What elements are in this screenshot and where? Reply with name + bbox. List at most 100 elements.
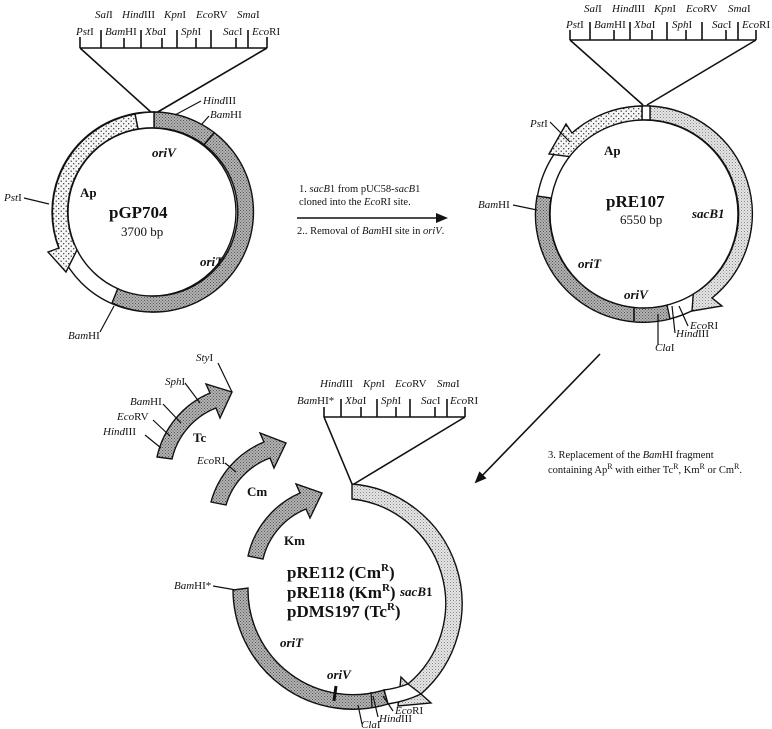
- site-label-hindiii: HindIII: [378, 713, 412, 725]
- plasmid-name-pdms197: pDMS197 (TcR): [287, 601, 401, 621]
- site-pointer-hindiii: [372, 695, 379, 718]
- site-label-sphi: SphI: [381, 395, 402, 407]
- site-label-kpni: KpnI: [653, 3, 676, 15]
- linker-connector-right: [646, 39, 757, 106]
- linker-connector-right: [155, 47, 268, 114]
- feature-label-oriv: oriV: [327, 667, 352, 682]
- plasmid-pre107: pRE107 6550 bp Ap sacB1 oriT oriV PstI B…: [478, 105, 753, 354]
- step1-line2: cloned into the EcoRI site.: [299, 197, 411, 208]
- site-label-ecorv: EcoRV: [195, 9, 228, 21]
- site-label-styi: StyI: [196, 352, 213, 364]
- segment-divider: [370, 691, 373, 708]
- feature-label-oriv: oriV: [152, 145, 177, 160]
- step-3-annotation: 3. Replacement of the BamHI fragment con…: [474, 353, 742, 484]
- site-pointer-bamhi-star: [212, 585, 237, 591]
- orit-oriv-segment: [232, 587, 389, 710]
- site-label-psti: PstI: [75, 26, 94, 38]
- mcs-linker-final: HindIII KpnI EcoRV SmaI BamHI* XbaI SphI…: [297, 378, 478, 485]
- site-label-hindiii: HindIII: [611, 3, 645, 15]
- site-label-smai: SmaI: [437, 378, 460, 390]
- site-label-ecorv: EcoRV: [116, 411, 149, 423]
- linker-connector-left: [323, 416, 353, 485]
- site-pointer-hindiii: [144, 434, 162, 449]
- site-pointer-ecori: [382, 695, 394, 712]
- step-1-2-annotation: 1. sacB1 from pUC58-sacB1 cloned into th…: [297, 184, 448, 237]
- site-pointer-ecorv: [152, 419, 171, 437]
- site-label-hindiii: HindIII: [102, 426, 136, 438]
- site-pointer-hindiii: [671, 305, 676, 334]
- site-label-ecorv: EcoRV: [685, 3, 718, 15]
- site-label-bamhi: BamHI: [210, 109, 242, 121]
- site-label-kpni: KpnI: [362, 378, 385, 390]
- feature-label-orit: oriT: [200, 254, 224, 269]
- plasmid-name: pGP704: [109, 203, 168, 222]
- plasmid-backbone-inner: [67, 127, 237, 297]
- feature-label-orit: oriT: [578, 256, 602, 271]
- site-label-ecori: EcoRI: [741, 19, 770, 31]
- site-pointer-psti: [549, 121, 571, 143]
- site-label-psti: PstI: [565, 19, 584, 31]
- site-label-bamhi-star: BamHI*: [174, 580, 211, 592]
- site-label-bamhi: BamHI: [68, 330, 100, 342]
- site-label-clai: ClaI: [361, 719, 381, 729]
- site-label-hindiii: HindIII: [319, 378, 353, 390]
- step2-line: 2.. Removal of BamHI site in oriV.: [297, 226, 444, 237]
- site-label-sphi: SphI: [672, 19, 693, 31]
- site-pointer-clai: [357, 704, 363, 725]
- site-label-xbai: XbaI: [144, 26, 167, 38]
- site-label-sphi: SphI: [181, 26, 202, 38]
- site-label-ecori: EcoRI: [196, 455, 225, 467]
- feature-label-sacb1: sacB1: [691, 206, 725, 221]
- plasmid-final: pRE112 (CmR) pRE118 (KmR) pDMS197 (TcR) …: [174, 483, 463, 729]
- site-label-kpni: KpnI: [163, 9, 186, 21]
- sacb1-gene-arrow: [351, 483, 463, 707]
- site-label-sali: SalI: [584, 3, 602, 15]
- linker-connector-left: [569, 39, 644, 106]
- cassette-label-cm: Cm: [247, 484, 267, 499]
- plasmid-size: 6550 bp: [620, 212, 662, 227]
- site-pointer-bamhi: [201, 115, 210, 125]
- step1-line1: 1. sacB1 from pUC58-sacB1: [299, 184, 420, 195]
- step3-arrow: [474, 353, 601, 484]
- cassette-label-km: Km: [284, 533, 305, 548]
- linker-connector-right: [353, 416, 466, 485]
- feature-label-ap: Ap: [80, 185, 97, 200]
- plasmid-name-pre118: pRE118 (KmR): [287, 582, 396, 602]
- site-pointer-sphi: [184, 382, 201, 404]
- cm-gene-arrow: [210, 431, 287, 506]
- site-label-psti: PstI: [529, 118, 548, 130]
- step3-line1: 3. Replacement of the BamHI fragment: [548, 450, 714, 461]
- site-pointer-bamhi: [512, 204, 538, 211]
- linker-connector-left: [79, 47, 153, 114]
- mcs-linker-pgp704: SalI HindIII KpnI EcoRV SmaI PstI BamHI …: [75, 9, 280, 114]
- cassette-label-tc: Tc: [193, 430, 206, 445]
- site-label-xbai: XbaI: [344, 395, 367, 407]
- site-pointer-styi: [217, 362, 233, 393]
- site-label-bamhi: BamHI: [105, 26, 137, 38]
- step3-line2: containing ApR with either TcR, KmR or C…: [548, 462, 742, 476]
- site-label-hindiii: HindIII: [121, 9, 155, 21]
- feature-label-oriv: oriV: [624, 287, 649, 302]
- feature-label-orit: oriT: [280, 635, 304, 650]
- site-label-saci: SacI: [421, 395, 441, 407]
- blank-segment: [641, 105, 651, 121]
- plasmid-pgp704: pGP704 3700 bp Ap oriV oriT HindIII BamH…: [3, 95, 255, 342]
- site-pointer-bamhi: [162, 403, 182, 424]
- site-label-hindiii: HindIII: [202, 95, 236, 107]
- site-label-sphi: SphI: [165, 376, 186, 388]
- site-label-psti: PstI: [3, 192, 22, 204]
- site-pointer-ecori: [224, 462, 237, 473]
- plasmid-name-pre112: pRE112 (CmR): [287, 562, 395, 582]
- segment-divider: [202, 132, 215, 147]
- site-label-ecorv: EcoRV: [394, 378, 427, 390]
- site-label-bamhi: BamHI: [594, 19, 626, 31]
- mcs-linker-pre107: SalI HindIII KpnI EcoRV SmaI PstI BamHI …: [565, 3, 770, 106]
- plasmid-backbone-inner: [549, 119, 739, 309]
- site-label-ecori: EcoRI: [689, 320, 718, 332]
- site-label-smai: SmaI: [237, 9, 260, 21]
- site-label-ecori: EcoRI: [394, 705, 423, 717]
- site-label-ecori: EcoRI: [449, 395, 478, 407]
- site-pointer-ecori: [678, 305, 689, 327]
- feature-label-ap: Ap: [604, 143, 621, 158]
